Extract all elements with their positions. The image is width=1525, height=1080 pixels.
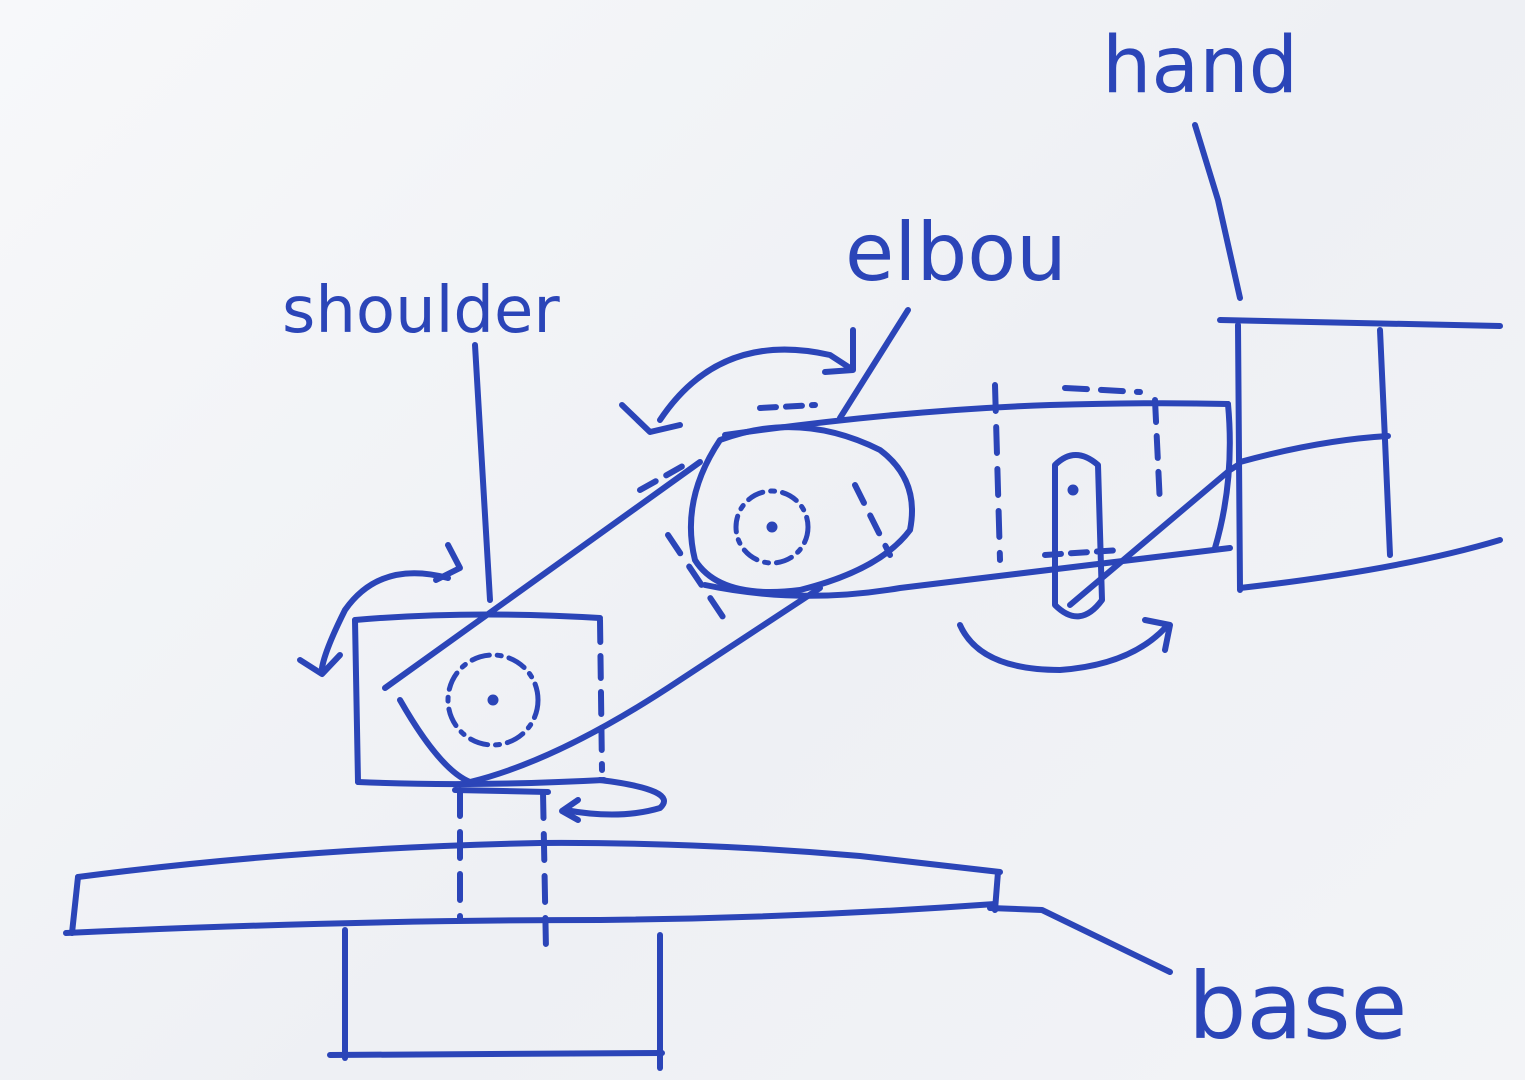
elbow-joint-circle <box>733 488 811 566</box>
label-shoulder: shoulder <box>282 274 560 348</box>
label-base: base <box>1188 953 1407 1060</box>
gripper-inner-finger-right <box>1377 327 1393 558</box>
forearm-end-cap <box>1212 401 1233 551</box>
base-pointer-line <box>987 905 1173 975</box>
wrist-hidden-line <box>1042 547 1123 558</box>
shoulder-joint-circle <box>445 652 541 748</box>
elbow-joint-housing <box>687 424 915 595</box>
elbow-pointer-line <box>837 307 911 421</box>
upper-arm-bottom-edge <box>397 585 823 785</box>
shoulder-arrowhead-top <box>433 542 463 583</box>
forearm-hidden-top <box>1062 385 1143 395</box>
elbow-hidden-edge <box>757 402 818 411</box>
base-platform-top-edge <box>75 839 1003 880</box>
base-rotation-arrowhead <box>559 797 581 823</box>
elbow-hidden-edge-2 <box>852 482 893 558</box>
base-platform-bottom-edge <box>63 901 998 936</box>
wrist-joint-slot <box>1052 452 1105 620</box>
turret-column-cap <box>452 787 551 795</box>
elbow-arrowhead-left <box>619 402 683 435</box>
wrist-joint-center <box>1067 484 1079 496</box>
hand-pointer-line <box>1192 122 1243 301</box>
shoulder-housing-bottom <box>355 777 607 788</box>
wrist-rotation-arrow <box>957 622 1168 673</box>
gripper-middle-bar <box>1237 433 1391 465</box>
gripper-back-plate <box>1235 322 1243 593</box>
forearm-top-edge <box>722 400 1231 438</box>
gripper-top-jaw <box>1217 317 1503 329</box>
elbow-rotation-arrow <box>657 346 853 423</box>
base-platform-right-edge <box>992 869 1001 913</box>
ink-strokes <box>63 122 1503 1071</box>
forearm-hidden-left <box>992 382 1003 563</box>
elbow-arrowhead-right <box>822 327 856 375</box>
forearm-hidden-right <box>1152 397 1163 508</box>
label-hand: hand <box>1102 21 1298 111</box>
upper-arm-top-edge <box>382 459 703 691</box>
shoulder-housing-top <box>352 611 603 623</box>
shoulder-arrowhead-bottom <box>297 652 343 677</box>
wrist-link-line <box>1067 462 1241 608</box>
label-elbow: elbou <box>845 206 1067 299</box>
elbow-joint-center <box>766 521 778 533</box>
shoulder-pointer-line <box>472 342 493 603</box>
shoulder-rotation-arrow <box>319 570 451 671</box>
shoulder-housing-left <box>352 617 361 785</box>
upper-arm-hidden-line-1 <box>637 459 693 493</box>
turret-column-right <box>540 789 549 953</box>
shoulder-housing-right-dashed <box>597 617 605 773</box>
upper-arm-hidden-line-2 <box>665 532 728 623</box>
shoulder-joint-center <box>487 694 499 706</box>
forearm-bottom-edge <box>702 545 1233 599</box>
base-platform-left-edge <box>69 874 81 936</box>
base-rotation-arrow <box>562 777 667 818</box>
base-stand-foot <box>327 1050 665 1058</box>
wrist-arrowhead <box>1142 617 1173 653</box>
gripper-bottom-jaw <box>1237 537 1503 591</box>
